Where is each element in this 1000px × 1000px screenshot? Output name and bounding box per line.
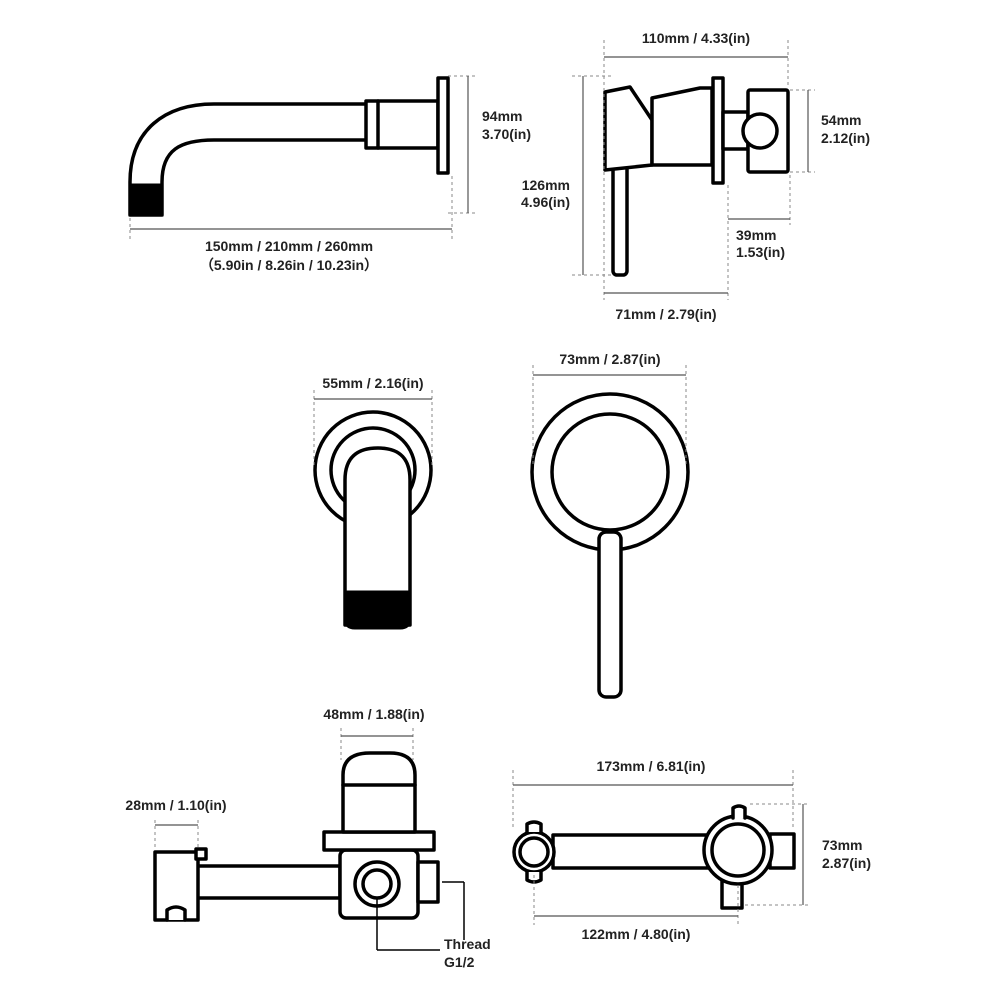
valve-pipe bbox=[193, 864, 342, 900]
valve-side-view: 48mm / 1.88(in) 28mm / 1.10(in) Thread G… bbox=[125, 706, 490, 970]
valve-top-view: 173mm / 6.81(in) 73mm 2.87(in) 122mm / 4… bbox=[512, 758, 871, 942]
mixer-plate-label: 73mm / 2.87(in) bbox=[559, 351, 660, 367]
mixer-front-lever bbox=[597, 530, 623, 699]
valve-top-tab bbox=[731, 804, 747, 820]
mixer-height-label: 126mm bbox=[522, 177, 570, 193]
spout-length-label: 150mm / 210mm / 260mm bbox=[205, 238, 373, 254]
valve-width-label: 48mm / 1.88(in) bbox=[323, 706, 424, 722]
thread-size-label: G1/2 bbox=[444, 954, 475, 970]
valve-outlet-body bbox=[153, 850, 200, 922]
spout-height-in-label: 3.70(in) bbox=[482, 126, 531, 142]
mixer-front-view: 73mm / 2.87(in) bbox=[530, 351, 690, 699]
valve-side-port bbox=[416, 860, 440, 904]
valve-top-height-in-label: 2.87(in) bbox=[822, 855, 871, 871]
valve-thread-inner bbox=[361, 868, 393, 900]
valve-top-outlet-tab bbox=[525, 820, 543, 834]
mixer-valve-port bbox=[741, 112, 779, 150]
spout-side-view: 94mm 3.70(in) 150mm / 210mm / 260mm （5.9… bbox=[128, 75, 531, 273]
mixer-side-view: 110mm / 4.33(in) 126mm 4.96(in) 54mm 2.1… bbox=[521, 30, 870, 322]
mixer-plate-inner bbox=[550, 412, 670, 532]
mixer-depth-in-label: 1.53(in) bbox=[736, 244, 785, 260]
spout-height-label: 94mm bbox=[482, 108, 522, 124]
spout-front-body bbox=[343, 446, 412, 627]
valve-top-height-label: 73mm bbox=[822, 837, 862, 853]
mixer-depth-label: 39mm bbox=[736, 227, 776, 243]
spout-outlet-tip bbox=[128, 183, 164, 217]
mixer-handle bbox=[603, 85, 654, 172]
valve-top-spacing-label: 122mm / 4.80(in) bbox=[582, 926, 691, 942]
mixer-body-height-label: 54mm bbox=[821, 112, 861, 128]
valve-outlet-notch bbox=[165, 905, 187, 922]
mixer-lever bbox=[611, 158, 629, 277]
valve-top-body-inner bbox=[710, 822, 766, 878]
mixer-projection-label: 71mm / 2.79(in) bbox=[615, 306, 716, 322]
spout-front-tip bbox=[343, 590, 412, 630]
valve-top-outlet-inner bbox=[518, 836, 550, 868]
valve-top-pipe bbox=[551, 833, 715, 870]
mixer-height-in-label: 4.96(in) bbox=[521, 194, 570, 210]
spout-plate-label: 55mm / 2.16(in) bbox=[322, 375, 423, 391]
spout-length-in-label: （5.90in / 8.26in / 10.23in） bbox=[200, 257, 378, 273]
valve-cartridge bbox=[341, 751, 417, 834]
mixer-width-label: 110mm / 4.33(in) bbox=[642, 30, 750, 46]
thread-label: Thread bbox=[444, 936, 491, 952]
mixer-body bbox=[650, 86, 714, 167]
spout-wall-plate bbox=[436, 76, 450, 175]
mixer-body-height-in-label: 2.12(in) bbox=[821, 130, 870, 146]
spout-front-view: 55mm / 2.16(in) bbox=[313, 375, 433, 630]
valve-outlet-tab bbox=[194, 847, 208, 861]
valve-outlet-label: 28mm / 1.10(in) bbox=[125, 797, 226, 813]
valve-flange bbox=[322, 830, 436, 852]
spout-arm bbox=[128, 102, 370, 217]
valve-top-length-label: 173mm / 6.81(in) bbox=[597, 758, 706, 774]
